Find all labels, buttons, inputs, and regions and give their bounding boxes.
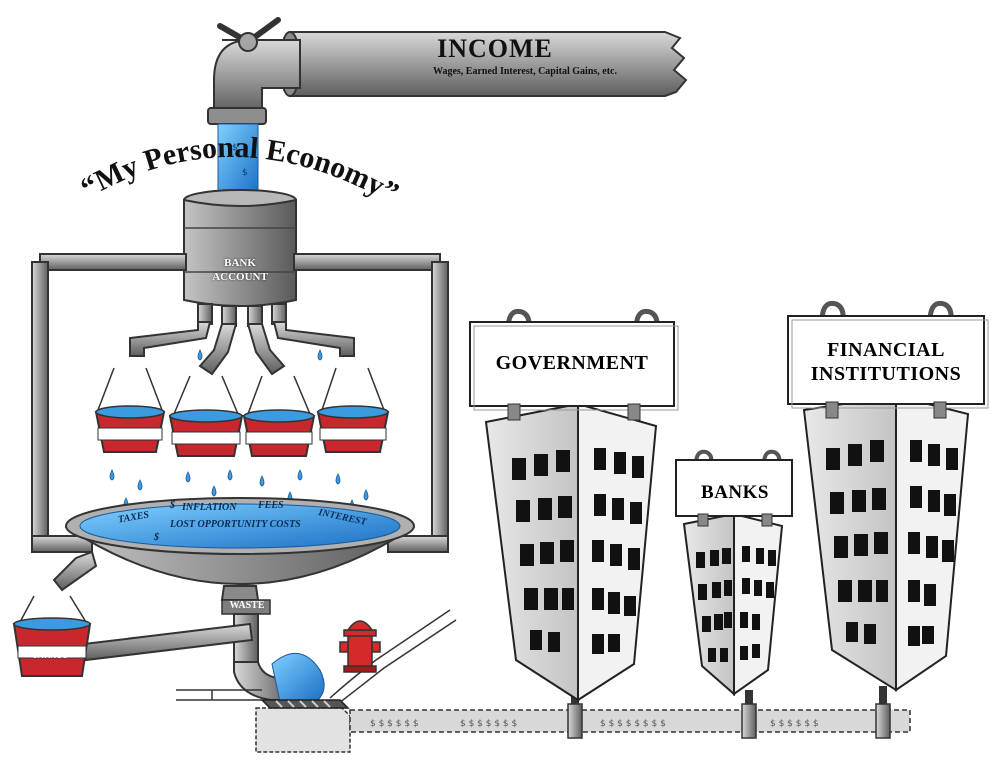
svg-text:$ $ $ $ $ $: $ $ $ $ $ $ bbox=[770, 719, 819, 729]
frame-pipes bbox=[31, 253, 449, 553]
bucket-car-payment bbox=[94, 367, 166, 453]
financial-windows bbox=[826, 440, 958, 646]
fire-hydrant-icon bbox=[339, 620, 381, 673]
bucket-credit-cards bbox=[168, 375, 244, 457]
bucket-label-credit-cards: CREDIT CARDS bbox=[175, 433, 237, 442]
financial-institutions-sign bbox=[787, 300, 989, 419]
waste-basin bbox=[64, 497, 416, 615]
banks-windows bbox=[696, 546, 776, 662]
underground-pipe: $ $ $ $ $ $ $ $ $ $ $ $ $ $ $ $ $ $ $ $ … bbox=[349, 684, 911, 739]
faucet-icon bbox=[207, 17, 301, 125]
waste-label: WASTE bbox=[229, 600, 265, 611]
financial-line1: FINANCIAL bbox=[827, 339, 945, 361]
bucket-mortgage bbox=[242, 375, 316, 457]
svg-text:$: $ bbox=[242, 168, 248, 178]
svg-text:$ $ $ $ $ $ $ $: $ $ $ $ $ $ $ $ bbox=[600, 719, 666, 729]
income-subtitle: Wages, Earned Interest, Capital Gains, e… bbox=[433, 66, 617, 77]
bank-account-line1: BANK bbox=[224, 257, 256, 269]
water-splash bbox=[271, 652, 325, 703]
bucket-label-mortgage: MORTGAGE bbox=[255, 433, 303, 442]
bank-account-line2: ACCOUNT bbox=[212, 271, 268, 283]
svg-text:$ $ $ $ $ $: $ $ $ $ $ $ bbox=[370, 719, 419, 729]
basin-text-lost-opportunity: LOST OPPORTUNITY COSTS bbox=[170, 519, 301, 530]
banks-sign bbox=[675, 449, 793, 527]
bank-tank bbox=[183, 189, 297, 307]
savings-label: SAVINGS bbox=[32, 651, 68, 660]
basin-dollar-2: $ bbox=[154, 532, 159, 543]
storm-drain bbox=[255, 699, 351, 753]
banks-sign-text: BANKS bbox=[701, 482, 769, 503]
svg-text:$ $ $ $ $ $ $: $ $ $ $ $ $ $ bbox=[460, 719, 517, 729]
bank-account-label: BANK ACCOUNT bbox=[195, 256, 285, 284]
bucket-label-car-payment: CAR PAYMENT bbox=[101, 429, 159, 438]
bucket-equity-loans bbox=[316, 367, 390, 453]
income-title: INCOME bbox=[437, 34, 553, 63]
basin-text-inflation: INFLATION bbox=[182, 502, 237, 513]
financial-institutions-sign-text: FINANCIAL INSTITUTIONS bbox=[792, 338, 980, 386]
government-sign-text: GOVERNMENT bbox=[495, 352, 649, 374]
svg-text:$: $ bbox=[232, 143, 238, 153]
bucket-pipes bbox=[129, 321, 355, 376]
banks-building bbox=[682, 512, 784, 697]
tank-outlets bbox=[197, 303, 287, 327]
government-building bbox=[484, 402, 658, 702]
financial-line2: INSTITUTIONS bbox=[810, 363, 962, 385]
bucket-label-equity-loans: EQUITY LOANS bbox=[323, 429, 383, 438]
basin-text-fees: FEES bbox=[258, 500, 284, 511]
bucket-savings bbox=[12, 595, 92, 677]
basin-dollar-1: $ bbox=[170, 500, 175, 511]
government-windows bbox=[512, 448, 644, 654]
government-sign bbox=[469, 308, 679, 421]
financial-institutions-building bbox=[802, 394, 970, 692]
